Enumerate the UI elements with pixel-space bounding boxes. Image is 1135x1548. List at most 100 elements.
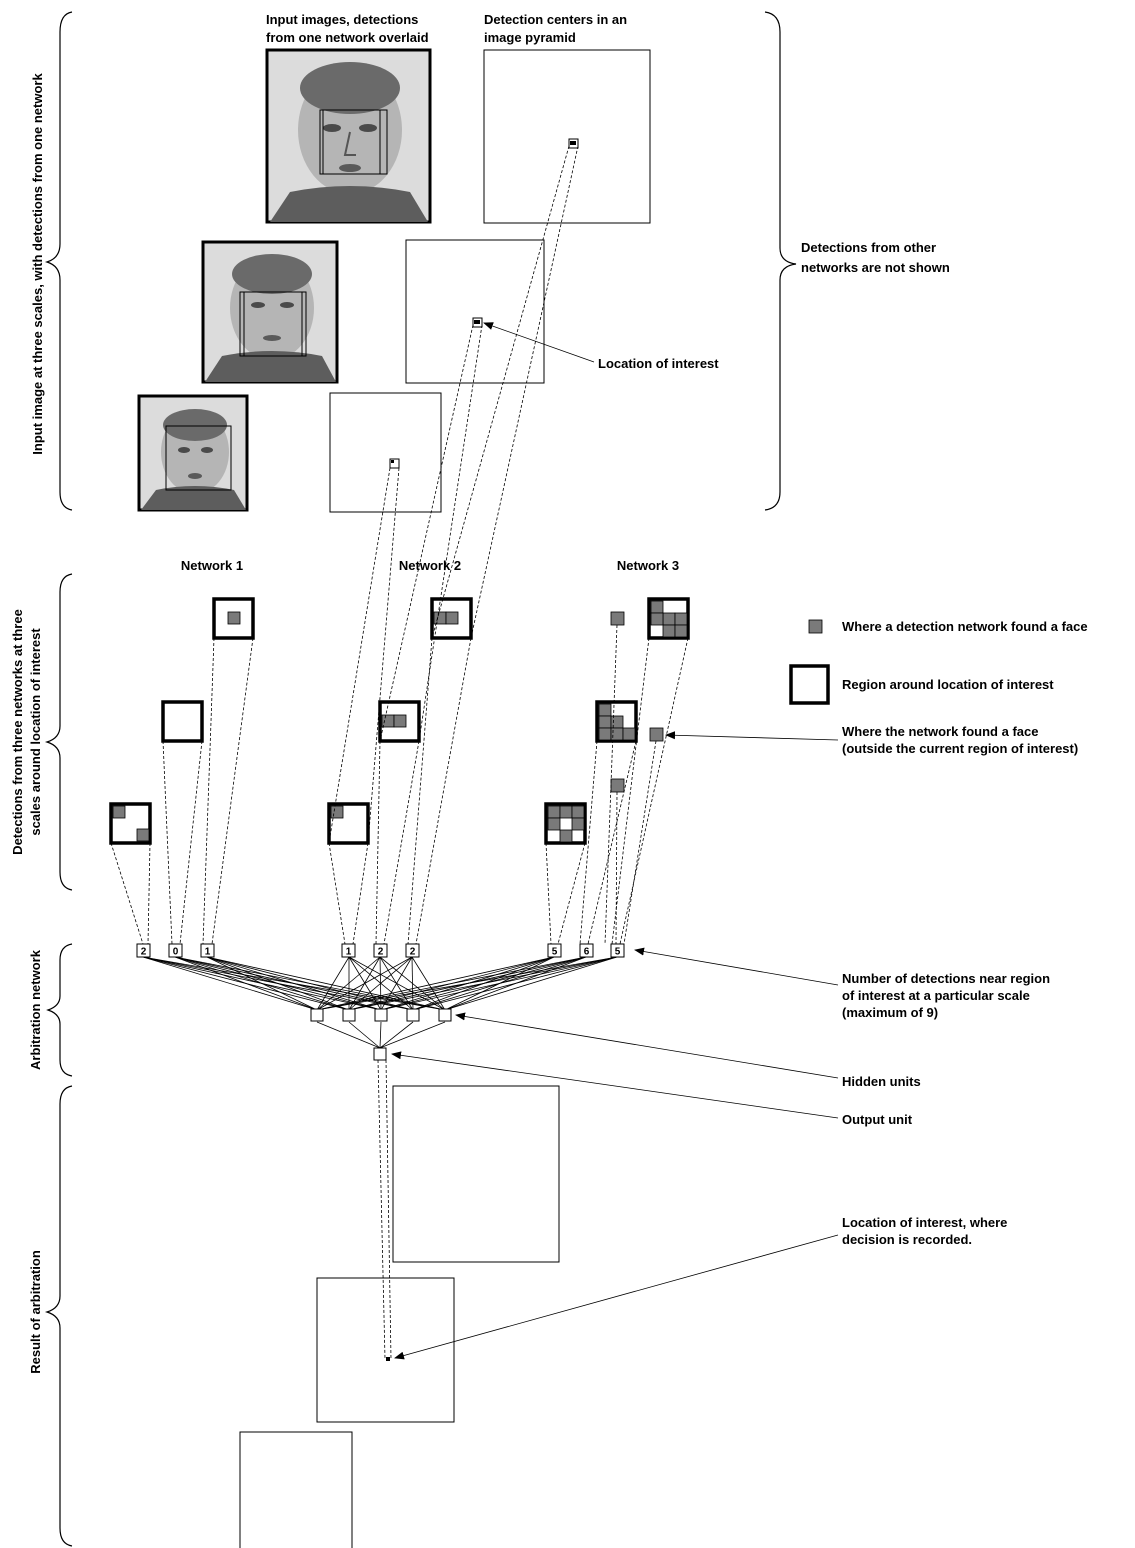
gray-square-icon xyxy=(674,624,688,638)
n2-scale3-region xyxy=(327,802,370,845)
num-detections-label-1: Number of detections near region xyxy=(842,971,1050,986)
output-to-result-line xyxy=(385,1059,392,1360)
input-unit xyxy=(405,943,420,958)
gray-square-icon xyxy=(598,715,612,729)
hidden-units-label: Hidden units xyxy=(842,1074,921,1089)
input-unit xyxy=(610,943,625,958)
brace-detections-label-2: scales around location of interest xyxy=(28,628,43,836)
output-unit-arrow xyxy=(391,1051,839,1119)
brace-arbitration-label: Arbitration network xyxy=(28,949,43,1070)
gray-square-icon xyxy=(112,805,126,819)
left-brace-arbitration xyxy=(46,943,73,1077)
hidden-unit xyxy=(310,1008,324,1022)
input-unit xyxy=(341,943,356,958)
left-brace-detections xyxy=(44,573,73,891)
decision-label-2: decision is recorded. xyxy=(842,1232,972,1247)
right-brace xyxy=(764,11,797,511)
decision-point xyxy=(386,1357,390,1361)
gray-square-icon xyxy=(649,727,664,742)
gray-square-icon xyxy=(547,805,561,819)
brace-result-label: Result of arbitration xyxy=(28,1250,43,1374)
num-detections-arrow xyxy=(634,947,839,986)
gray-square-icon xyxy=(598,703,612,717)
face-photo-icon xyxy=(270,62,428,222)
input-unit xyxy=(200,943,215,958)
detection-centers-label-1: Detection centers in an xyxy=(484,12,627,27)
gray-square-icon xyxy=(571,805,585,819)
input-images-label-1: Input images, detections xyxy=(266,12,418,27)
location-of-interest-label: Location of interest xyxy=(598,356,719,371)
decision-label-1: Location of interest, where xyxy=(842,1215,1007,1230)
brace-detections-label-1: Detections from three networks at three xyxy=(10,609,25,855)
gray-square-icon xyxy=(674,612,688,626)
input-unit xyxy=(579,943,594,958)
gray-square-icon xyxy=(610,727,624,741)
hidden-unit xyxy=(374,1008,388,1022)
hidden-unit xyxy=(438,1008,452,1022)
gray-square-icon xyxy=(559,805,573,819)
pyramid-level-2 xyxy=(405,239,545,384)
network-2-label: Network 2 xyxy=(399,558,461,573)
input-unit-value: 2 xyxy=(410,947,416,958)
input-unit xyxy=(136,943,151,958)
input-unit-value: 5 xyxy=(615,947,621,958)
num-detections-label-2: of interest at a particular scale xyxy=(842,988,1030,1003)
input-unit-value: 6 xyxy=(584,947,590,958)
gray-square-icon xyxy=(445,611,459,625)
hidden-units-arrow xyxy=(455,1012,839,1079)
gray-square-icon xyxy=(559,829,573,843)
legend-face-icon xyxy=(808,619,823,634)
gray-square-icon xyxy=(650,600,664,614)
gray-square-icon xyxy=(650,612,664,626)
gray-square-icon xyxy=(622,727,636,741)
outside-region-label-2: (outside the current region of interest) xyxy=(842,741,1078,756)
network-1-regions xyxy=(109,597,255,845)
input-to-hidden-lines xyxy=(142,956,618,1011)
left-brace-result xyxy=(44,1085,73,1547)
input-units: 2 0 1 1 2 2 5 6 5 xyxy=(136,943,625,958)
legend-region-label: Region around location of interest xyxy=(842,677,1054,692)
input-unit xyxy=(373,943,388,958)
outside-region-arrow xyxy=(665,731,839,741)
network-3-regions xyxy=(544,597,690,845)
gray-square-icon xyxy=(610,611,625,626)
gray-square-icon xyxy=(393,714,407,728)
legend-region-icon xyxy=(789,664,830,705)
face-photo-icon xyxy=(205,254,336,382)
gray-square-icon xyxy=(136,828,150,842)
other-networks-label-2: networks are not shown xyxy=(801,260,950,275)
result-level-3 xyxy=(239,1431,353,1548)
face-photo-large xyxy=(265,48,432,224)
decision-arrow xyxy=(394,1234,839,1360)
brace-input-label: Input image at three scales, with detect… xyxy=(30,73,45,455)
location-arrow xyxy=(483,322,595,363)
hidden-unit xyxy=(342,1008,356,1022)
face-photo-small xyxy=(137,394,249,512)
input-images-label-2: from one network overlaid xyxy=(266,30,429,45)
output-unit-label: Output unit xyxy=(842,1112,913,1127)
input-unit-value: 5 xyxy=(552,947,558,958)
pyramid-to-network-lines xyxy=(328,145,579,844)
gray-square-icon xyxy=(662,612,676,626)
gray-square-icon xyxy=(662,624,676,638)
n1-scale2-region xyxy=(161,700,204,743)
network-1-label: Network 1 xyxy=(181,558,243,573)
input-unit-value: 2 xyxy=(378,947,384,958)
detection-centers-label-2: image pyramid xyxy=(484,30,576,45)
gray-square-icon xyxy=(610,778,625,793)
input-unit xyxy=(547,943,562,958)
detection-center-3 xyxy=(389,458,400,469)
input-unit-value: 0 xyxy=(173,947,179,958)
pyramid-level-3 xyxy=(329,392,442,513)
hidden-to-output-lines xyxy=(316,1021,446,1049)
pyramid-level-1 xyxy=(483,49,651,224)
gray-square-icon xyxy=(330,805,344,819)
gray-square-icon xyxy=(571,817,585,831)
left-brace-input xyxy=(44,11,73,511)
face-photo-medium xyxy=(201,240,339,384)
input-unit-value: 1 xyxy=(205,947,211,958)
result-level-2 xyxy=(316,1277,455,1423)
input-unit xyxy=(168,943,183,958)
outside-region-label-1: Where the network found a face xyxy=(842,724,1038,739)
